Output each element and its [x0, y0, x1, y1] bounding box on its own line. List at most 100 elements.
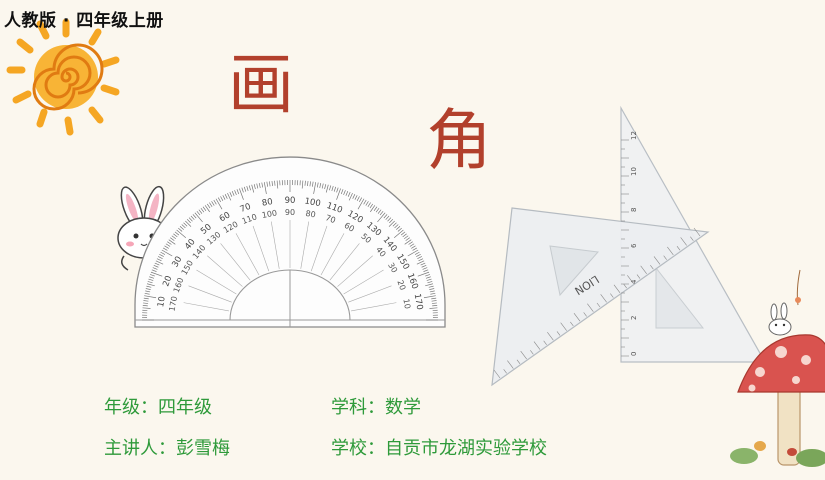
protractor-tick	[396, 226, 401, 230]
protractor-tick	[220, 196, 224, 201]
protractor-tick	[417, 271, 430, 277]
protractor-tick	[198, 209, 203, 214]
set-square-tick	[507, 360, 514, 369]
teacher-value: 彭雪梅	[176, 438, 230, 459]
protractor-outer-label: 40	[183, 237, 198, 252]
protractor-tick	[231, 190, 235, 196]
protractor-tick	[192, 214, 197, 219]
protractor-tick	[347, 191, 351, 197]
protractor-outer-label: 110	[325, 201, 344, 216]
protractor-tick	[333, 186, 337, 192]
protractor-tick	[168, 239, 176, 245]
protractor-tick	[276, 180, 279, 189]
protractor-tick	[425, 283, 434, 287]
set-square-tick	[543, 340, 547, 346]
set-square-scale-label: 6	[630, 243, 638, 248]
set-square-tick	[623, 283, 627, 289]
protractor-outer-label: 50	[199, 222, 214, 237]
protractor-ray	[337, 255, 373, 287]
set-square-tick	[640, 265, 647, 275]
protractor-tick	[363, 199, 367, 205]
protractor-outer-label: 150	[394, 252, 411, 271]
school-value: 自贡市龙湖实验学校	[385, 438, 547, 459]
protractor-tick	[206, 203, 211, 209]
protractor-tick	[147, 281, 153, 284]
protractor-tick	[145, 288, 151, 290]
protractor-inner-label: 50	[359, 232, 373, 245]
protractor-tick	[313, 182, 317, 195]
protractor-tick	[321, 183, 324, 189]
protractor-outer-label: 170	[412, 293, 425, 311]
protractor-ray	[310, 225, 328, 272]
teacher-label: 主讲人：	[104, 438, 176, 459]
protractor-tick	[416, 260, 425, 265]
protractor-tick	[359, 197, 363, 203]
protractor-tick	[429, 290, 435, 293]
protractor-ray	[329, 243, 360, 281]
set-square-tick	[663, 255, 667, 260]
protractor-tick	[161, 249, 173, 257]
protractor-tick	[234, 190, 237, 195]
set-square-tick	[556, 331, 561, 336]
set-square-tick	[667, 246, 674, 256]
protractor-tick	[431, 302, 437, 304]
protractor-tick	[423, 295, 436, 299]
protractor-tick	[429, 307, 438, 309]
protractor-ray	[196, 269, 237, 295]
protractor-tick	[256, 183, 259, 189]
protractor-outer-label: 20	[161, 274, 174, 288]
protractor-outer-label: 60	[218, 210, 232, 224]
protractor-inner-label: 150	[180, 259, 195, 277]
protractor-tick	[222, 195, 226, 200]
protractor-tick	[251, 184, 255, 193]
protractor-tick	[162, 247, 168, 251]
protractor-tick	[416, 253, 421, 257]
protractor-tick	[428, 285, 434, 288]
protractor-tick	[178, 227, 183, 232]
protractor-tick	[420, 262, 426, 266]
protractor-ray	[320, 233, 345, 276]
protractor-tick	[269, 181, 271, 187]
protractor-tick	[143, 300, 149, 302]
protractor-tick	[336, 187, 339, 193]
protractor-inner-label: 10	[401, 298, 412, 310]
protractor-tick	[418, 258, 424, 262]
set-square-tick	[533, 341, 541, 350]
title-char-2: 角	[426, 102, 492, 179]
set-square-tick	[613, 284, 621, 293]
protractor-tick	[417, 256, 423, 260]
set-square-tick	[680, 237, 687, 246]
protractor-tick	[402, 233, 407, 238]
protractor-tick	[151, 269, 157, 272]
protractor-tick	[152, 267, 158, 270]
protractor-tick	[150, 271, 163, 277]
protractor-tick	[241, 187, 244, 193]
protractor-tick	[304, 180, 306, 186]
set-square-tick	[676, 246, 681, 251]
protractor-tick	[142, 307, 151, 309]
protractor-tick	[345, 190, 349, 196]
protractor-ray	[207, 255, 243, 287]
set-square-tick	[493, 369, 501, 379]
protractor-ray	[188, 285, 232, 303]
protractor-outer-label: 30	[170, 255, 184, 269]
set-square-tick	[627, 275, 634, 284]
protractor-tick	[336, 188, 341, 200]
protractor-tick	[274, 180, 276, 186]
protractor-outer-label: 80	[261, 197, 273, 209]
protractor-tick	[253, 184, 256, 190]
set-square-tick	[583, 312, 587, 317]
protractor-tick	[422, 267, 428, 270]
protractor-tick	[357, 198, 365, 210]
protractor-outer-label: 10	[156, 296, 168, 308]
set-square-tick	[636, 274, 641, 279]
protractor-tick	[343, 190, 346, 195]
protractor-ray	[235, 233, 260, 276]
protractor-tick	[369, 203, 374, 209]
protractor-tick	[340, 189, 344, 195]
protractor-outer-label: 140	[381, 235, 399, 254]
protractor-tick	[209, 202, 213, 207]
protractor-tick	[325, 184, 329, 193]
protractor-tick	[370, 205, 376, 213]
